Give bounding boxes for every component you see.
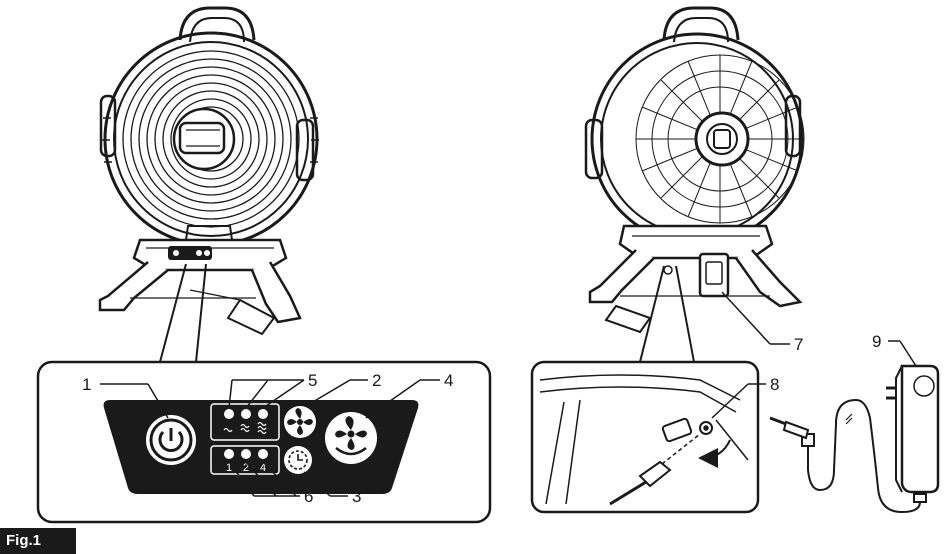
callout-8: 8 xyxy=(770,375,779,394)
timer-indicator-lamps xyxy=(224,449,268,459)
timer-icon xyxy=(288,450,308,470)
fan-rear-view xyxy=(584,6,805,334)
power-icon xyxy=(158,428,184,452)
timer-mark-4: 4 xyxy=(260,462,266,474)
fan-speed-icon xyxy=(287,408,313,435)
power-button[interactable] xyxy=(144,413,198,467)
fan-speed-button[interactable] xyxy=(284,406,316,438)
speed-indicator-lamps xyxy=(224,409,268,419)
wind-wave-icon xyxy=(223,421,267,435)
callout-3: 3 xyxy=(352,487,361,506)
ac-adapter xyxy=(769,364,940,514)
callout-6: 6 xyxy=(304,487,313,506)
fan-front-view xyxy=(98,6,319,336)
dc-connector-inset xyxy=(530,360,766,514)
callout-4: 4 xyxy=(444,371,453,390)
swing-fan-button[interactable] xyxy=(325,412,377,464)
timer-mark-1: 1 xyxy=(226,462,232,474)
callout-7: 7 xyxy=(794,335,803,354)
callout-5: 5 xyxy=(308,371,317,390)
control-panel-inset: 1 2 4 xyxy=(36,360,492,524)
ring-ribs xyxy=(102,117,319,163)
callout-2: 2 xyxy=(372,371,381,390)
timer-mark-2: 2 xyxy=(243,462,249,474)
swing-fan-icon xyxy=(335,416,367,456)
callout-1: 1 xyxy=(82,375,91,394)
callout-9: 9 xyxy=(872,332,881,351)
figure-label: Fig.1 xyxy=(0,528,76,554)
timer-button[interactable] xyxy=(284,446,312,474)
